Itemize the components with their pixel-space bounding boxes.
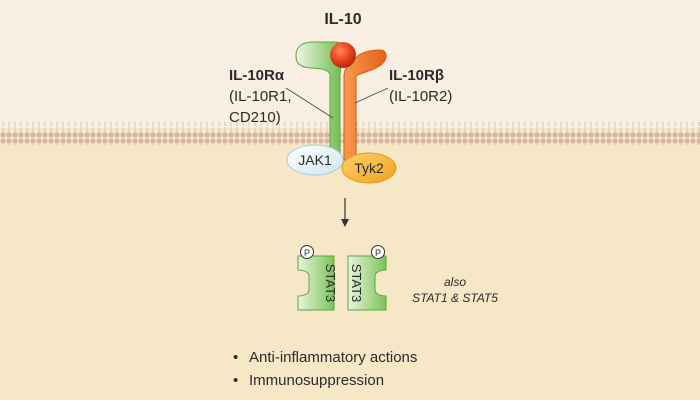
bullet-marker: • <box>233 372 239 389</box>
phospho-label-right: P <box>375 248 381 258</box>
beta-receptor-alias: (IL-10R2) <box>389 88 452 105</box>
jak1-label: JAK1 <box>298 152 332 168</box>
stat3-monomer-right <box>347 255 387 311</box>
il10r-beta-receptor <box>343 49 387 161</box>
ligand-label: IL-10 <box>324 11 361 28</box>
outcome-item: • Anti-inflammatory actions <box>233 346 417 369</box>
tyk2-kinase <box>341 152 397 184</box>
stat3-right-label: STAT3 <box>349 264 364 303</box>
outcome-text: Anti-inflammatory actions <box>249 349 418 366</box>
outcome-list: • Anti-inflammatory actions • Immunosuppre… <box>233 346 417 392</box>
alpha-receptor-alias-1: (IL-10R1, <box>229 88 292 105</box>
outcome-item: • Immunosuppression <box>233 369 417 392</box>
alpha-leader-line <box>285 87 334 119</box>
stat3-left-label: STAT3 <box>323 264 338 303</box>
beta-leader-line <box>354 87 389 104</box>
alpha-receptor-alias-2: CD210) <box>229 109 281 126</box>
jak1-kinase <box>286 144 344 176</box>
beta-receptor-name: IL-10Rβ <box>389 67 444 84</box>
phospho-circle-right <box>371 245 385 259</box>
phospho-circle-left <box>300 245 314 259</box>
signal-arrow <box>341 198 349 227</box>
il10-ligand <box>330 42 356 68</box>
phospho-label-left: P <box>304 248 310 258</box>
also-note-line2: STAT1 & STAT5 <box>412 291 498 305</box>
stat3-monomer-left <box>297 255 335 311</box>
tyk2-label: Tyk2 <box>354 160 384 176</box>
also-note-line1: also <box>444 275 466 289</box>
bullet-marker: • <box>233 349 239 366</box>
outcome-text: Immunosuppression <box>249 372 385 389</box>
alpha-receptor-name: IL-10Rα <box>229 67 285 84</box>
